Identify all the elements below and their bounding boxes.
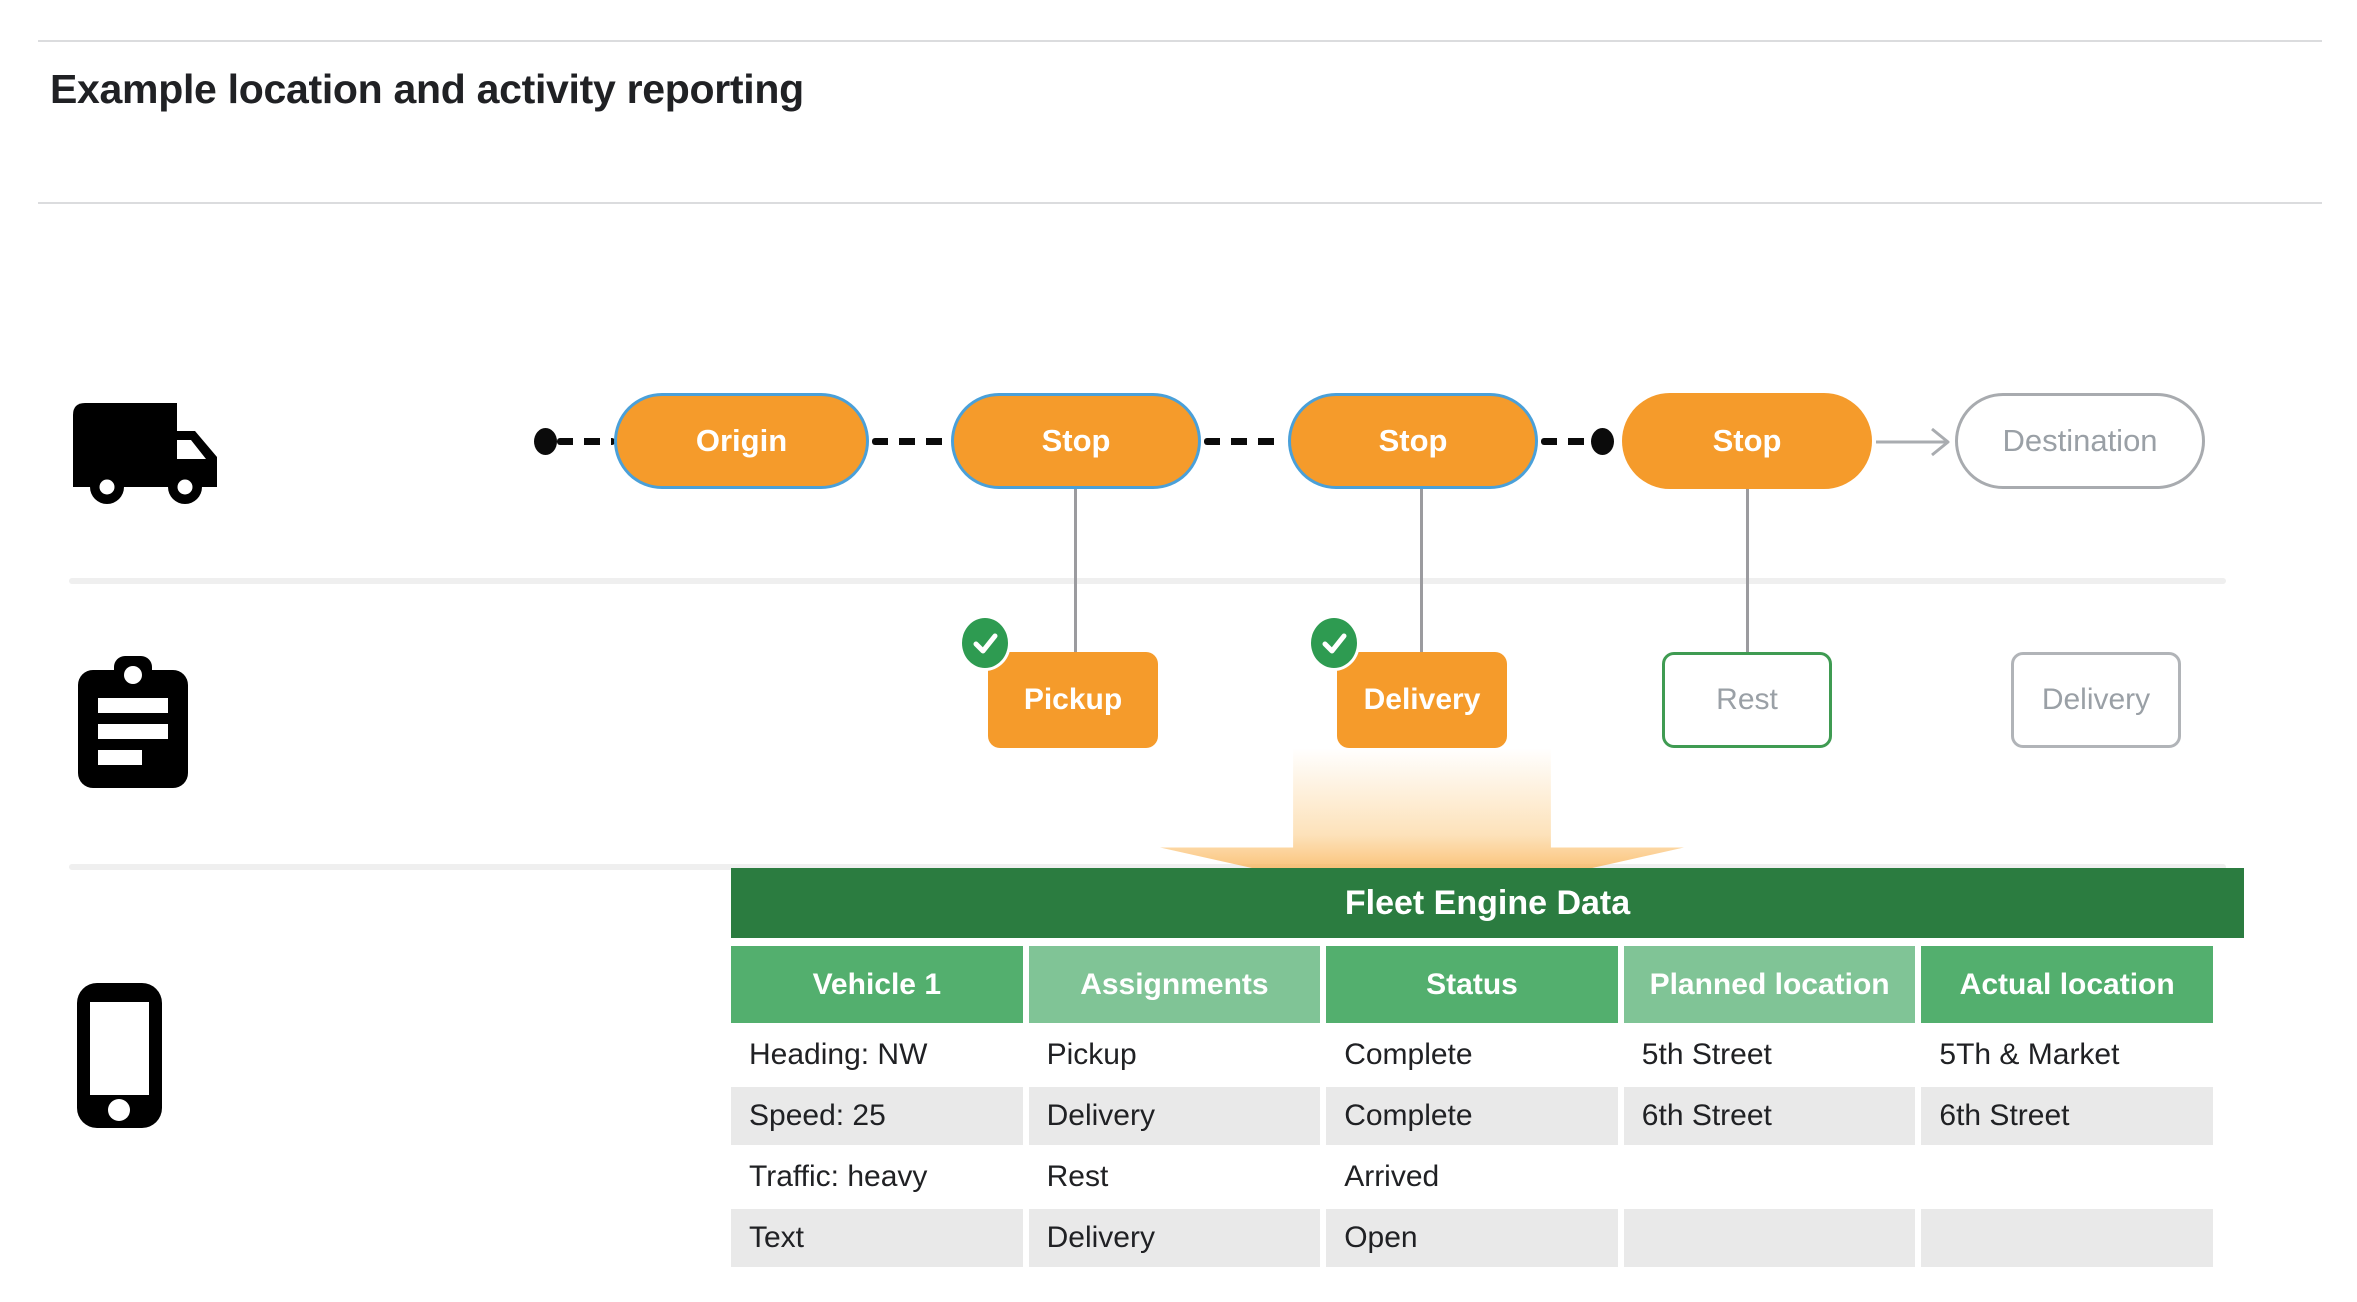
top-divider <box>38 40 2322 42</box>
journey-node-origin: Origin <box>614 393 869 489</box>
table-cell: Open <box>1326 1209 1618 1267</box>
activity-box-delivery: Delivery <box>1337 652 1507 748</box>
route-dash-segment <box>1204 438 1285 445</box>
check-icon <box>1308 615 1360 671</box>
title-divider <box>38 202 2322 204</box>
activity-box-delivery-upcoming: Delivery <box>2011 652 2181 748</box>
journey-node-destination: Destination <box>1955 393 2205 489</box>
table-cell: 6th Street <box>1623 1087 1916 1145</box>
route-start-dot-icon <box>534 428 557 455</box>
table-cell: Pickup <box>1046 1038 1137 1071</box>
truck-icon <box>73 402 223 507</box>
table-cell: Heading: NW <box>749 1038 928 1071</box>
table-cell <box>1921 1148 2213 1206</box>
section-divider <box>69 864 2226 870</box>
table-cell: 6th Street <box>1921 1087 2213 1145</box>
journey-node-stop-3: Stop <box>1622 393 1872 489</box>
table-cell: Traffic: heavy <box>749 1160 928 1193</box>
table-cell <box>1623 1209 1916 1267</box>
table-row: Speed: 25 Delivery Complete 6th Street 6… <box>731 1087 2213 1145</box>
table-cell: Delivery <box>1028 1087 1321 1145</box>
journey-node-label: Stop <box>1712 423 1782 458</box>
route-dash-segment <box>557 438 615 445</box>
table-row: Heading: NW Pickup Complete 5th Street 5… <box>731 1026 2213 1084</box>
route-dash-segment <box>872 438 949 445</box>
table-header-cell: Actual location <box>1921 946 2213 1023</box>
table-cell: Speed: 25 <box>731 1087 1023 1145</box>
table-cell: 5Th & Market <box>1939 1038 2120 1071</box>
connector-line <box>1420 489 1423 655</box>
clipboard-icon <box>74 654 192 790</box>
journey-node-label: Origin <box>695 423 788 458</box>
table-title: Fleet Engine Data <box>731 868 2244 938</box>
table-cell: Rest <box>1046 1160 1109 1193</box>
table-header-cell: Planned location <box>1623 946 1916 1023</box>
table-header-cell: Status <box>1326 946 1618 1023</box>
table-header-cell: Assignments <box>1028 946 1321 1023</box>
table-cell: 5th Street <box>1641 1038 1772 1071</box>
activity-label: Delivery <box>1363 683 1481 716</box>
table-cell: Delivery <box>1028 1209 1321 1267</box>
route-dash-segment <box>1541 438 1589 445</box>
journey-node-label: Stop <box>1378 423 1448 458</box>
table-cell: Text <box>731 1209 1023 1267</box>
phone-icon <box>76 982 163 1129</box>
page-title: Example location and activity reporting <box>50 66 804 112</box>
table-cell: Complete <box>1344 1038 1473 1071</box>
activity-box-pickup: Pickup <box>988 652 1158 748</box>
journey-node-label: Destination <box>2002 423 2158 458</box>
check-icon <box>959 615 1011 671</box>
arrow-right-icon <box>1874 422 1956 462</box>
activity-box-rest: Rest <box>1662 652 1832 748</box>
table-header-cell: Vehicle 1 <box>731 946 1023 1023</box>
journey-node-label: Stop <box>1041 423 1111 458</box>
table-row: Text Delivery Open <box>731 1209 2213 1267</box>
connector-line <box>1746 489 1749 655</box>
route-progress-dot-icon <box>1591 428 1614 455</box>
table-cell: Complete <box>1326 1087 1618 1145</box>
activity-label: Delivery <box>2041 683 2151 716</box>
activity-label: Pickup <box>1023 683 1123 716</box>
journey-node-stop-1: Stop <box>951 393 1201 489</box>
activity-label: Rest <box>1716 683 1778 716</box>
table-cell <box>1921 1209 2213 1267</box>
fleet-engine-table: Fleet Engine Data Vehicle 1 Assignments … <box>731 868 2244 1267</box>
table-cell: Arrived <box>1344 1160 1440 1193</box>
table-cell <box>1624 1148 1916 1206</box>
table-row: Traffic: heavy Rest Arrived <box>731 1148 2213 1206</box>
table-header-row: Vehicle 1 Assignments Status Planned loc… <box>731 946 2213 1023</box>
section-divider <box>69 578 2226 584</box>
connector-line <box>1074 489 1077 655</box>
journey-node-stop-2: Stop <box>1288 393 1538 489</box>
